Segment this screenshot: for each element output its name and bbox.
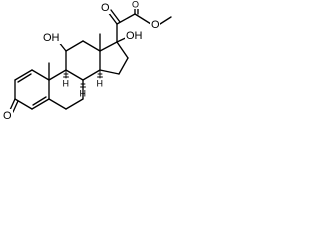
bond-c14-c8: [82, 69, 101, 81]
bond-c12-c13: [82, 40, 101, 52]
bond-c4-c5: [31, 98, 50, 110]
bond-c6-c7: [65, 98, 84, 110]
bond-c1-c2-double: [17, 73, 32, 83]
atom-o-ketone-20: O: [101, 2, 110, 14]
bond-c4-c5-double: [32, 96, 47, 106]
stereo-h-8: [80, 79, 86, 89]
bond-c1-c2: [14, 69, 33, 81]
bond-c16-c15: [118, 57, 129, 75]
atom-oh-17: OH: [126, 30, 143, 42]
bond-c9-c10: [48, 69, 67, 81]
bond-o-methyl: [159, 16, 172, 25]
structure-canvas: O OH OH O O O H H H: [0, 0, 177, 132]
bond-c13-c17: [99, 41, 118, 52]
bond-c11-c12: [65, 40, 84, 52]
bond-c5-c6: [48, 98, 67, 110]
atom-oh-11: OH: [43, 32, 60, 44]
bond-c15-c14: [99, 69, 120, 75]
atom-h-8: H: [80, 88, 87, 98]
atom-o-ester-methyl: O: [151, 19, 160, 31]
ring-a: [9, 69, 50, 113]
bond-c8-c9: [65, 69, 84, 81]
bond-c10-c1: [31, 69, 50, 81]
bond-c3-o-double: [12, 100, 19, 113]
bond-c20-o-double: [110, 9, 121, 23]
stereo-h-14: [97, 69, 103, 79]
atom-h-14: H: [97, 78, 104, 88]
bond-c20-c21: [116, 13, 136, 25]
bond-c17-c16: [116, 41, 129, 59]
bond-c21-o-ester: [134, 13, 152, 25]
stereo-h-9: [63, 69, 69, 79]
bond-c3-o: [9, 98, 16, 111]
atom-o-ester-carbonyl: O: [132, 0, 139, 9]
molecule-diagram: O OH OH O O O H H H: [3, 0, 172, 122]
ring-c: [65, 40, 101, 81]
atom-h-9: H: [63, 78, 70, 88]
atom-o-ring-ketone: O: [3, 110, 12, 122]
ring-d: [99, 41, 129, 75]
